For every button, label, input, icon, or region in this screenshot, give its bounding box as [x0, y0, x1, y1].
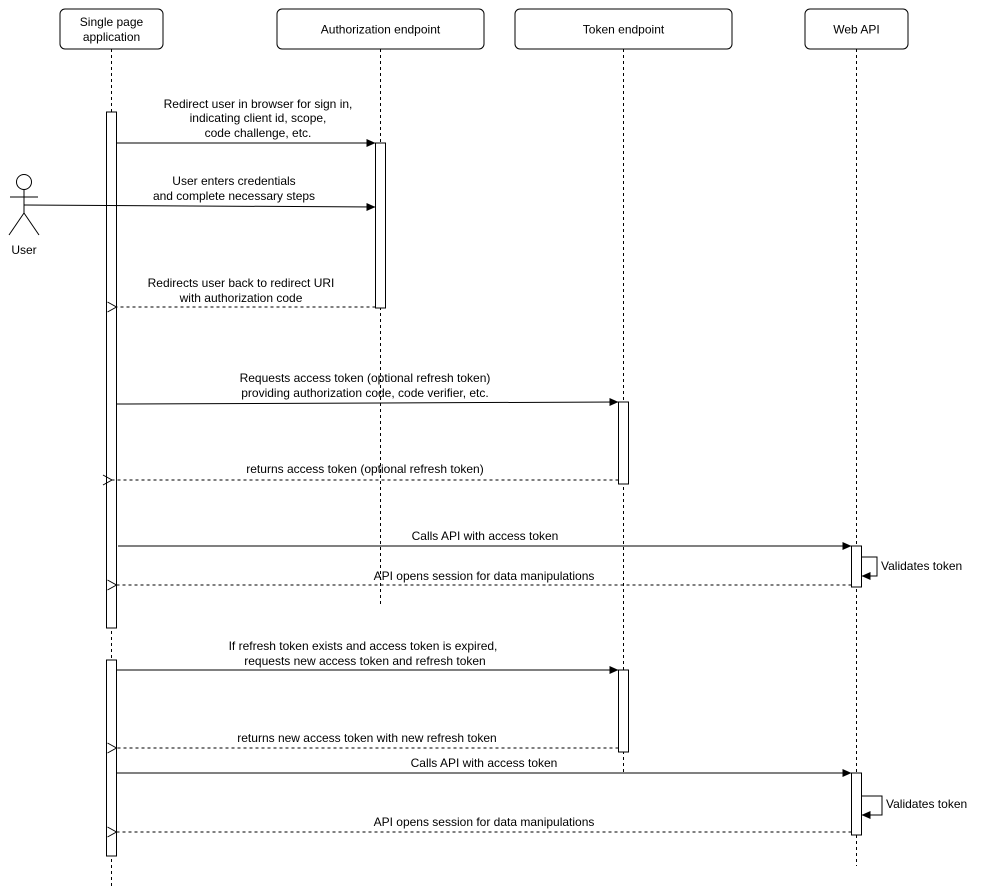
actor-user — [8, 174, 40, 236]
participant-spa-label-line1: Single page — [80, 15, 144, 29]
msg-user-credentials-line1: User enters credentials — [172, 174, 295, 188]
msg-refresh-request-line2: requests new access token and refresh to… — [244, 654, 485, 668]
participant-token-endpoint: Token endpoint — [514, 8, 733, 50]
participant-spa: Single page application — [59, 8, 164, 50]
actor-user-label: User — [11, 243, 36, 257]
participant-spa-label-line2: application — [83, 30, 140, 44]
msg-redirect-back-line2: with authorization code — [179, 291, 303, 305]
msg-redirect-signin-line3: code challenge, etc. — [205, 126, 312, 140]
msg-api-session-2-label: API opens session for data manipulations — [374, 815, 595, 829]
activation-api-2 — [851, 772, 862, 836]
msg-request-token-line2: providing authorization code, code verif… — [241, 386, 488, 400]
msg-api-session-1-label: API opens session for data manipulations — [374, 569, 595, 583]
activation-spa-1 — [106, 111, 117, 629]
activation-token-1 — [618, 401, 629, 485]
msg-request-token-line1: Requests access token (optional refresh … — [240, 371, 491, 385]
participant-web-api: Web API — [804, 8, 909, 50]
msg-redirect-signin-line1: Redirect user in browser for sign in, — [164, 97, 353, 111]
msg-user-credentials-line2: and complete necessary steps — [153, 189, 315, 203]
msg-return-token-label: returns access token (optional refresh t… — [246, 462, 483, 476]
msg-refresh-return-label: returns new access token with new refres… — [237, 731, 496, 745]
activation-api-1 — [851, 545, 862, 588]
participant-authorization-endpoint: Authorization endpoint — [276, 8, 485, 50]
activation-auth — [375, 142, 386, 309]
msg-validate-token-2-arrow — [861, 795, 883, 819]
participant-token-label: Token endpoint — [583, 23, 665, 37]
msg-redirect-back-line1: Redirects user back to redirect URI — [148, 276, 335, 290]
msg-call-api-2-label: Calls API with access token — [411, 756, 558, 770]
activation-token-2 — [618, 669, 629, 753]
participant-auth-label: Authorization endpoint — [321, 23, 441, 37]
msg-redirect-signin-line2: indicating client id, scope, — [190, 111, 327, 125]
msg-validate-token-1-label: Validates token — [881, 559, 962, 573]
activation-spa-2 — [106, 659, 117, 857]
participant-api-label: Web API — [833, 23, 879, 37]
actor-user-head — [16, 174, 32, 190]
msg-user-credentials-arrow — [23, 202, 376, 211]
msg-call-api-1-label: Calls API with access token — [412, 529, 559, 543]
msg-validate-token-1-arrow — [861, 556, 878, 580]
msg-refresh-request-line1: If refresh token exists and access token… — [229, 639, 498, 653]
msg-validate-token-2-label: Validates token — [886, 797, 967, 811]
msg-request-token-arrow — [116, 398, 619, 407]
